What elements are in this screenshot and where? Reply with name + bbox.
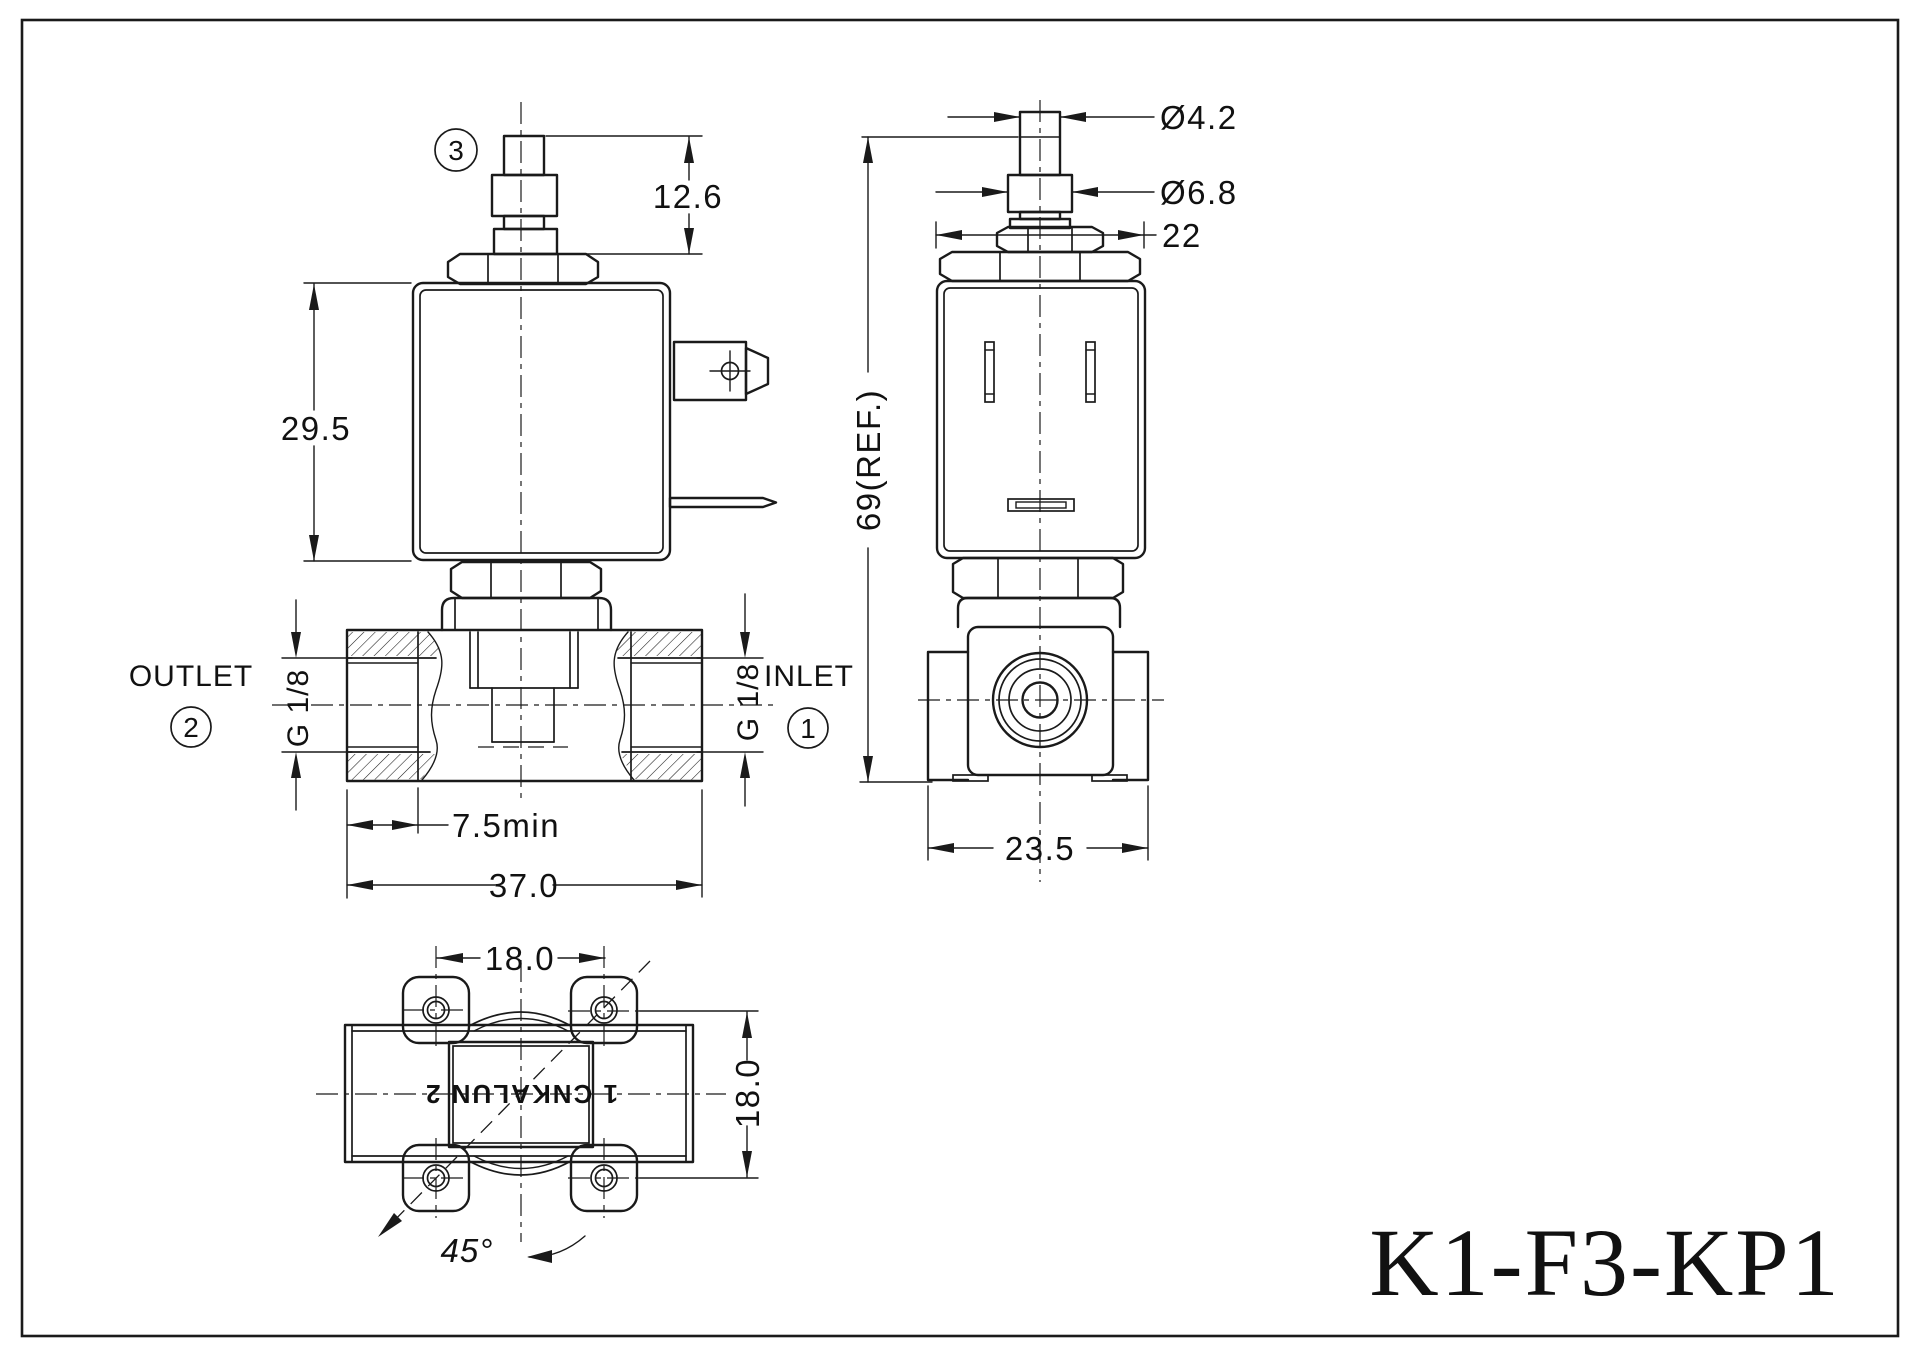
coil-housing	[411, 281, 672, 562]
side-port-face	[991, 651, 1089, 749]
balloon-2-circle	[170, 706, 212, 748]
bracket-left-tab	[926, 650, 970, 782]
top-view	[316, 946, 726, 1263]
balloon-1-label: 1	[800, 713, 816, 744]
balloon-3-circle	[434, 128, 478, 172]
dim-overall-height: 69(REF.)	[850, 389, 887, 531]
hatch-inlet-bottom	[620, 754, 701, 780]
spade-terminal	[668, 496, 778, 509]
side-lower-hex	[951, 556, 1125, 600]
side-small-hex	[995, 225, 1105, 254]
side-coil-housing	[935, 279, 1147, 560]
dim-overall-width: 37.0	[489, 867, 559, 904]
outlet-thread-label: G 1/8	[282, 669, 315, 747]
dim-thread-depth: 7.5min	[452, 807, 560, 844]
balloon-3-label: 3	[448, 135, 464, 166]
dim-body-width: 23.5	[1005, 830, 1075, 867]
valve-body-section	[345, 628, 704, 783]
dim-bush-diameter: Ø6.8	[1160, 174, 1238, 211]
dim-hole-angle: 45°	[441, 1232, 494, 1269]
valve-neck	[440, 596, 613, 632]
bracket-right-tab	[1111, 650, 1150, 782]
inlet-label: INLET	[764, 660, 854, 693]
front-view	[272, 102, 778, 798]
dim-hole-pitch-vertical: 18.0	[729, 1058, 766, 1128]
diagonal-45-line	[381, 960, 651, 1234]
valve-seat-internals	[469, 631, 579, 748]
dim-pin-diameter: Ø4.2	[1160, 99, 1238, 136]
stem-bush	[490, 173, 559, 218]
drawing-text: 3 2 1 12.6 29.5 7.5min 37.0 OUTLET INLET…	[129, 99, 1840, 1316]
dim-coil-height: 29.5	[281, 410, 351, 447]
dim-stem-height: 12.6	[653, 178, 723, 215]
pipe-body	[343, 1023, 695, 1164]
side-view	[918, 100, 1164, 882]
balloon-1-circle	[787, 707, 829, 749]
balloon-2-label: 2	[183, 712, 199, 743]
dim-hole-pitch-horizontal: 18.0	[485, 940, 555, 977]
dimension-annotations	[170, 112, 1157, 1179]
top-hex-nut	[446, 252, 600, 286]
hatch-inlet-top	[616, 632, 701, 656]
hatch-outlet-top	[348, 632, 440, 656]
page-title: K1-F3-KP1	[1369, 1209, 1840, 1316]
stem-neck	[502, 214, 546, 231]
coil-face-slots	[984, 341, 1096, 512]
inlet-thread-label: G 1/8	[732, 663, 765, 741]
bracket-square	[447, 1040, 595, 1149]
connector-tab	[672, 340, 770, 402]
lower-hex-nut	[449, 560, 603, 600]
dim-nut-width: 22	[1162, 217, 1202, 254]
side-valve-body	[966, 625, 1115, 777]
outlet-label: OUTLET	[129, 660, 253, 693]
stem-washer	[492, 227, 559, 256]
stem-pin	[502, 134, 546, 177]
drawing-border	[20, 18, 1900, 1338]
hatch-outlet-bottom	[348, 754, 436, 780]
brand-stamp: 1 CNKALUN 2	[424, 1079, 618, 1109]
